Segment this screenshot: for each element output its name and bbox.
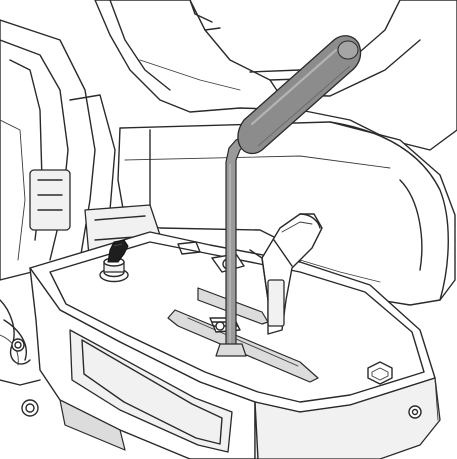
left-frame bbox=[0, 19, 116, 281]
gate-bracket bbox=[249, 213, 323, 335]
seat-cushion bbox=[117, 121, 456, 306]
control-lever bbox=[215, 35, 362, 357]
hoses bbox=[0, 299, 41, 417]
ignition-key bbox=[99, 239, 129, 283]
